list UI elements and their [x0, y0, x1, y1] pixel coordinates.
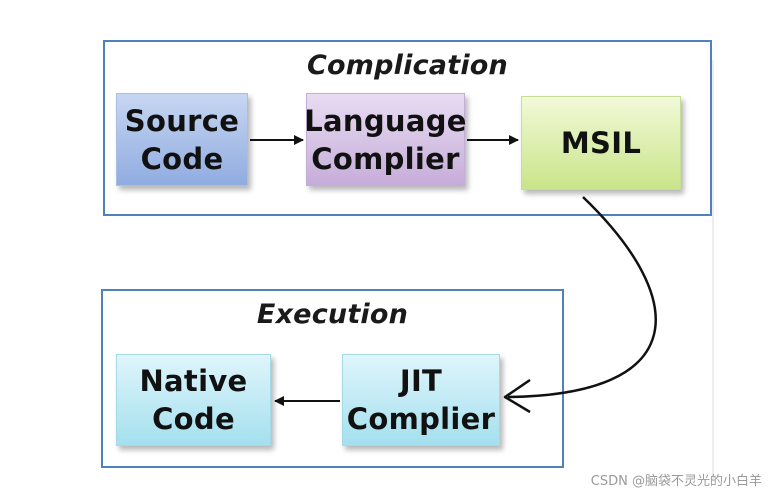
arrow-msil-to-jit — [507, 196, 657, 399]
language-complier-box: Language Complier — [304, 93, 467, 186]
jit-complier-line2: Complier — [346, 402, 496, 436]
jit-complier-line1: JIT — [399, 364, 443, 398]
msil-box: MSIL — [521, 96, 681, 190]
arrow-msil-to-jit-head — [503, 378, 531, 414]
edge-line — [712, 60, 714, 480]
compilation-title: Complication — [307, 50, 508, 81]
native-code-line1: Native — [139, 364, 248, 398]
native-code-line2: Code — [152, 402, 235, 436]
msil-label: MSIL — [560, 126, 642, 160]
source-code-line1: Source — [124, 103, 240, 138]
jit-complier-box: JIT Complier — [342, 354, 500, 446]
native-code-box: Native Code — [116, 354, 271, 446]
source-code-line2: Code — [140, 141, 224, 176]
source-code-box: Source Code — [116, 93, 248, 186]
watermark-text: CSDN @脑袋不灵光的小白羊 — [590, 474, 762, 489]
language-complier-line2: Complier — [311, 141, 460, 176]
execution-title: Execution — [256, 299, 409, 330]
language-complier-line1: Language — [304, 103, 467, 138]
